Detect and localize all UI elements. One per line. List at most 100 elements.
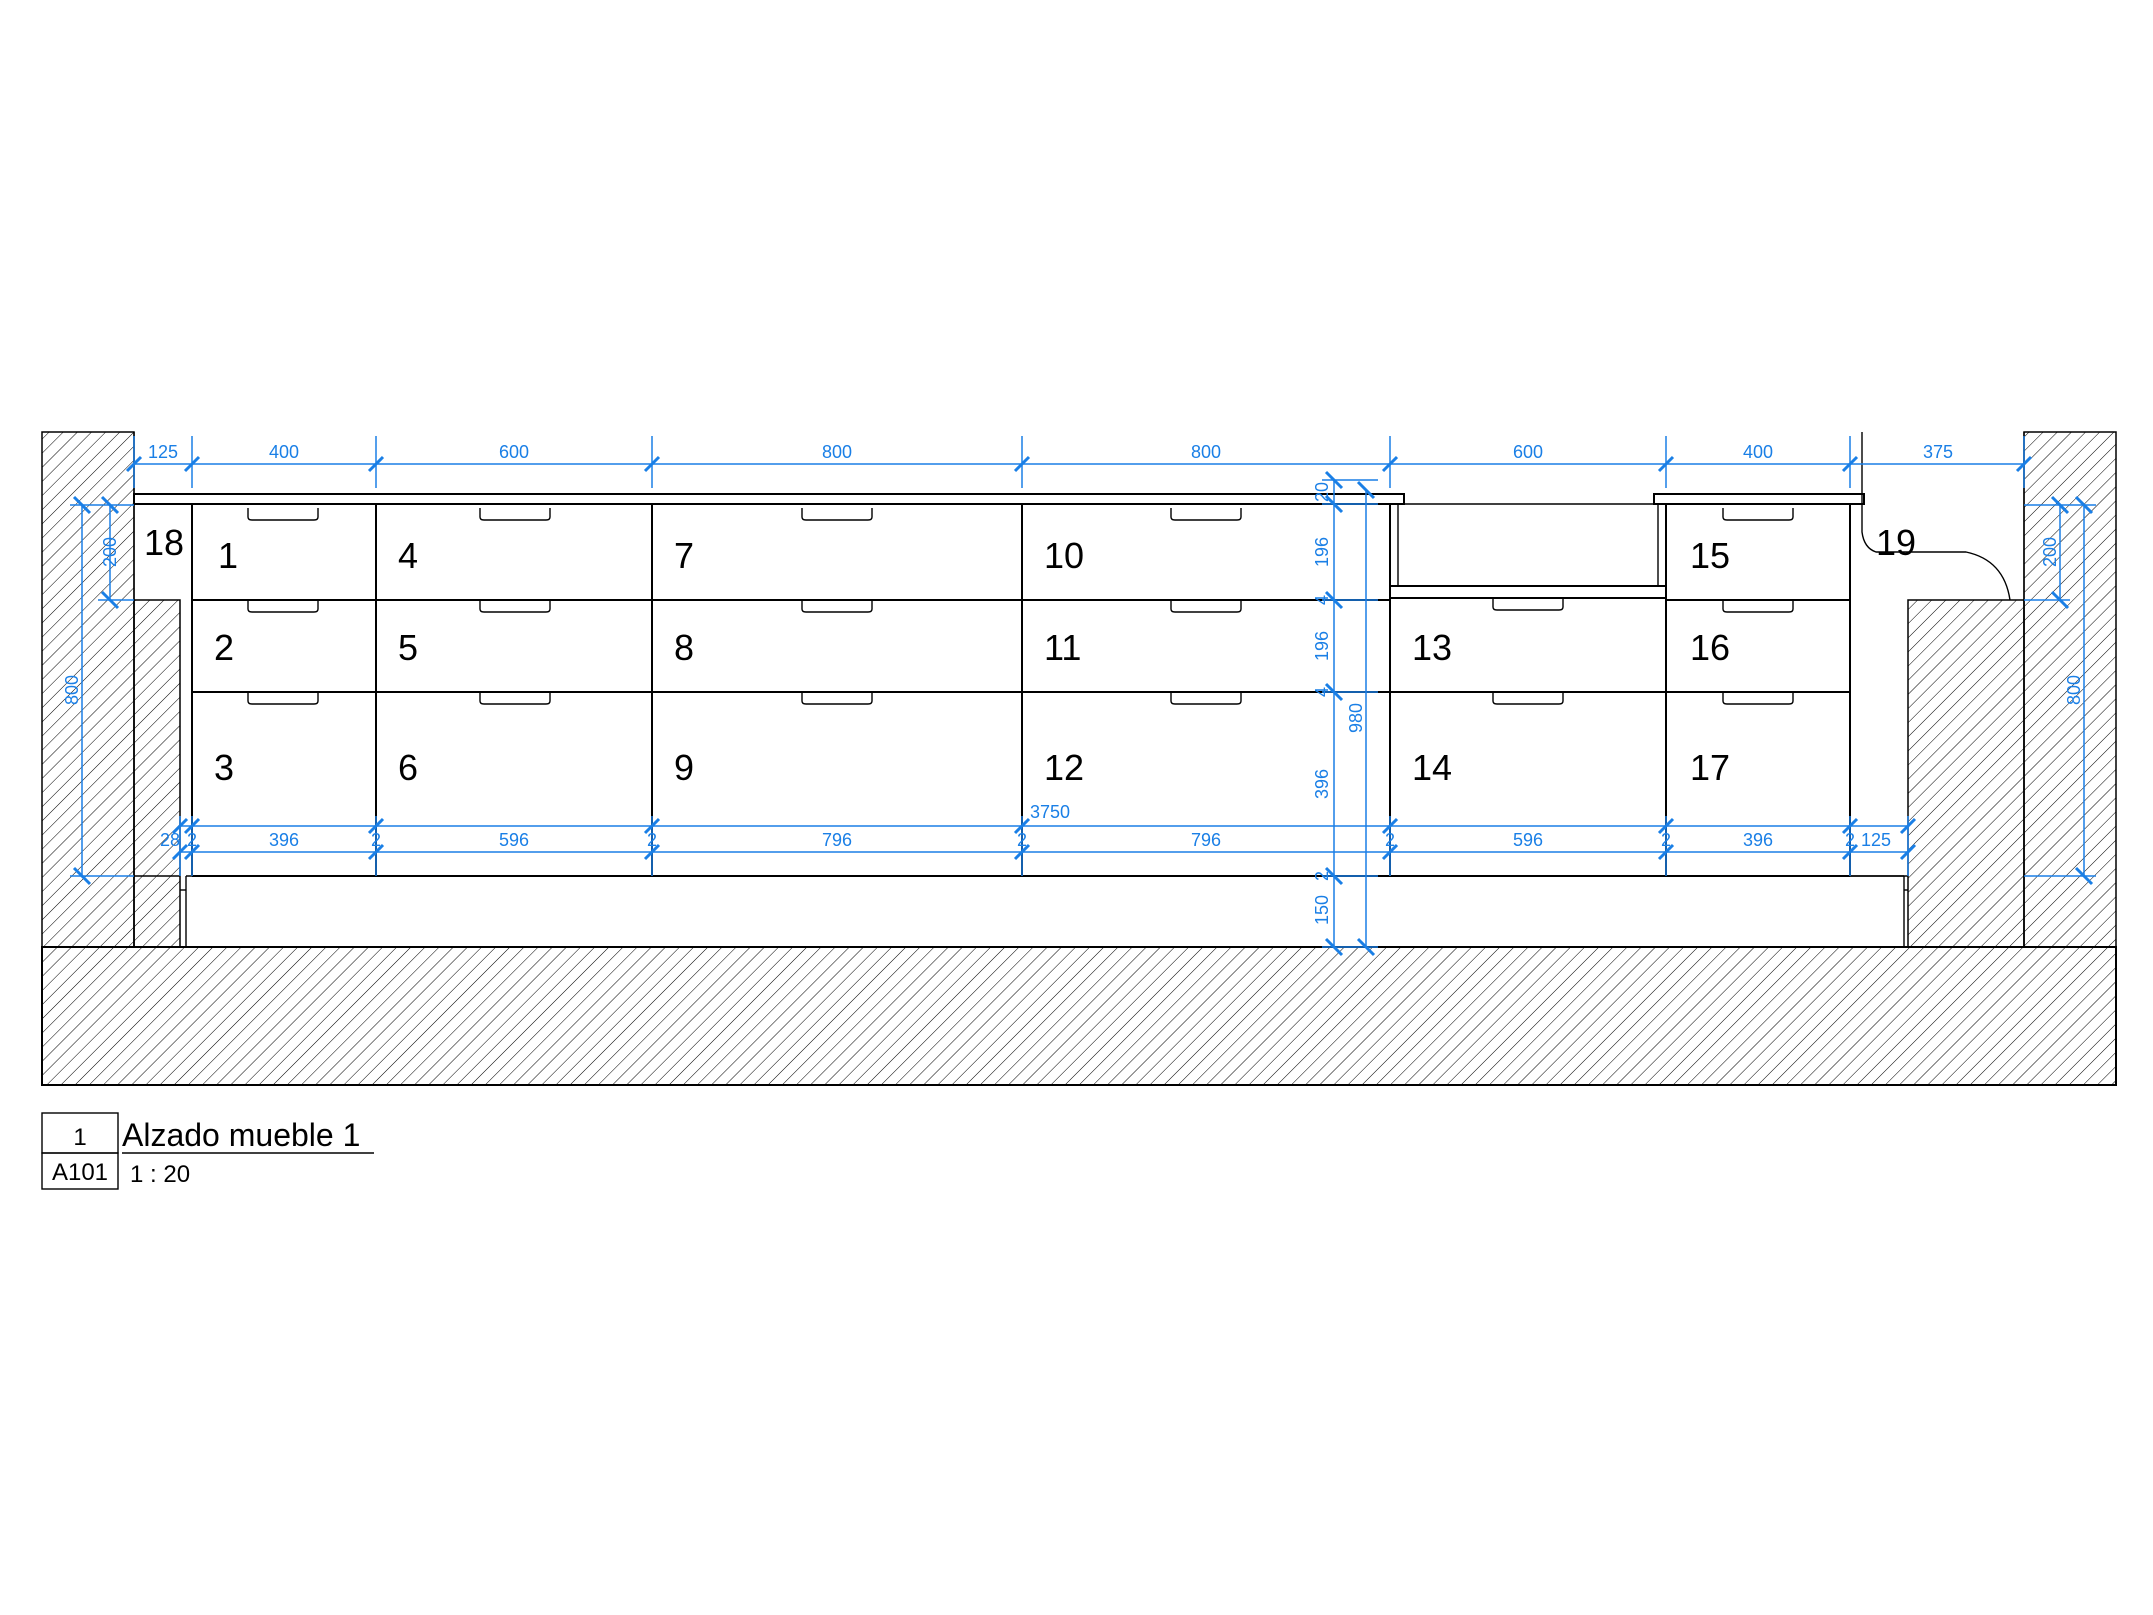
dimension-total-width: 3750 [1030,802,1070,822]
module-label: 5 [398,627,418,668]
dimension-tick [1324,590,1344,610]
module-label: 16 [1690,627,1730,668]
dimension-tick [183,843,201,861]
dimension-tick [100,495,120,515]
walls [41,431,2117,1086]
dimension-text: 800 [822,442,852,462]
dimension-tick [1013,817,1031,835]
sheet-number: A101 [52,1159,108,1186]
module-label: 11 [1044,627,1081,668]
module-label: 19 [1876,522,1916,563]
dimension-text: 400 [1743,442,1773,462]
dimension-text: 375 [1923,442,1953,462]
dimension-text: 800 [2064,675,2084,705]
dimension-tick [1356,480,1376,500]
right-wall [2023,431,2117,948]
dimension-tick [1899,817,1917,835]
module-label: 2 [214,627,234,668]
dimension-text: 20 [1312,482,1332,502]
dimension-text: 28 [160,830,180,850]
module-numbers: 1 2 3 4 5 6 7 8 9 10 11 12 13 14 15 16 1… [144,522,1916,788]
handles [247,508,1794,705]
dimension-tick [1381,843,1399,861]
dimension-tick [1324,866,1344,886]
module-label: 12 [1044,747,1084,788]
dimension-tick [643,843,661,861]
view-number: 1 [73,1124,86,1151]
dimension-text: 396 [269,830,299,850]
dimension-text: 200 [100,537,120,567]
left-pillar [133,599,181,948]
dimension-top: 125 400 600 800 800 600 400 375 [125,436,2033,488]
dimension-tick [1381,817,1399,835]
countertop-main [133,493,1405,505]
dimension-text: 4 [1312,687,1332,697]
dimension-tick [125,455,143,473]
dimension-tick-text: 2 [647,830,657,850]
dimension-tick [643,817,661,835]
title-block: 1 A101 Alzado mueble 1 1 : 20 [41,1112,374,1190]
dimension-tick [1657,455,1675,473]
dimension-tick [1899,843,1917,861]
dimension-tick-text: 2 [1661,830,1671,850]
dimension-text: 596 [1513,830,1543,850]
dimension-tick [183,817,201,835]
view-scale: 1 : 20 [130,1161,190,1188]
module-label: 13 [1412,627,1452,668]
dimension-tick [72,866,92,886]
dimension-tick [1841,455,1859,473]
dimension-total-height: 980 [1346,703,1366,733]
dimension-tick-text: 2 [1845,830,1855,850]
dimension-text: 125 [148,442,178,462]
dimension-tick [367,817,385,835]
dimension-text: 396 [1312,769,1332,799]
dimension-tick-text: 2 [1385,830,1395,850]
dimension-text: 796 [1191,830,1221,850]
right-pillar [1907,599,2025,948]
countertops [133,493,1865,505]
module-label: 7 [674,535,694,576]
cabinet-body [134,432,2011,947]
dimension-tick [1324,937,1344,957]
dimension-tick-text: 2 [1017,830,1027,850]
dimension-tick-text: 2 [371,830,381,850]
left-wall [41,431,135,948]
floor-slab [41,946,2117,1086]
dimension-tick [2015,455,2033,473]
dimension-tick [1013,843,1031,861]
dimension-text: 2 [1312,871,1332,881]
dimension-tick [643,455,661,473]
dimension-text: 800 [1191,442,1221,462]
dimension-tick [367,843,385,861]
module-label: 4 [398,535,418,576]
dimension-tick [171,817,189,835]
dimension-tick [2050,590,2070,610]
dimension-tick [183,455,201,473]
dimension-text: 596 [499,830,529,850]
dimension-text: 800 [62,675,82,705]
dimension-tick [1841,817,1859,835]
dimension-tick [2074,866,2094,886]
dimension-tick [72,495,92,515]
dimension-tick [1381,455,1399,473]
dimension-vertical: 20 196 4 196 4 396 2 150 980 [1312,470,1378,957]
dimension-tick [1657,817,1675,835]
dimension-text: 400 [269,442,299,462]
dimension-tick [2074,495,2094,515]
module-label: 15 [1690,535,1730,576]
view-title: Alzado mueble 1 [122,1117,360,1153]
dimension-tick [2050,495,2070,515]
module-label: 10 [1044,535,1084,576]
dimension-tick [1324,470,1344,490]
dimension-tick [1324,494,1344,514]
dimension-text: 396 [1743,830,1773,850]
module-label: 6 [398,747,418,788]
dimension-tick [1657,843,1675,861]
dimension-text: 796 [822,830,852,850]
module-label: 1 [218,535,238,576]
module-label: 9 [674,747,694,788]
countertop-right [1653,493,1865,505]
dimension-bottom: 28 396 596 796 796 596 396 125 2 2 2 2 2… [160,802,1917,876]
module-label: 3 [214,747,234,788]
